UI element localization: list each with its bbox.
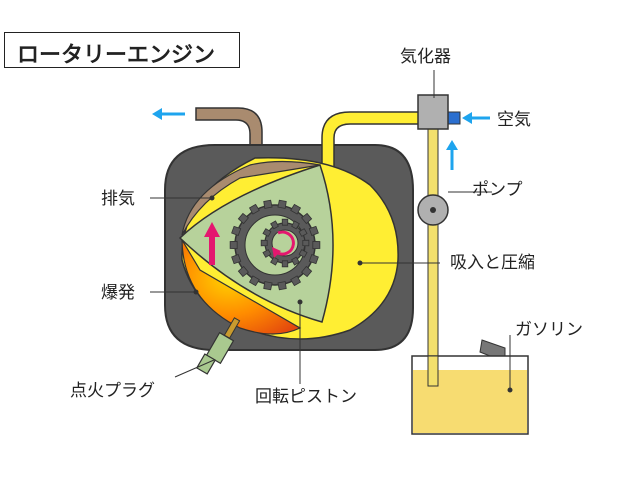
exhaust-flow-arrowhead-icon — [152, 108, 162, 120]
gear-tooth — [263, 199, 273, 209]
fuel-line-in-tank — [427, 355, 439, 387]
gear-tooth — [248, 203, 260, 215]
pump-center — [430, 207, 436, 213]
gear-tooth — [263, 281, 273, 291]
gear-tooth — [260, 239, 268, 247]
carburetor — [417, 94, 449, 130]
leader-dot-exhaust — [209, 195, 215, 201]
rotation-arrow-icon — [275, 230, 295, 256]
gear-tooth — [312, 240, 321, 250]
gear-tooth — [281, 260, 289, 268]
rotor-motion-arrow-icon — [209, 235, 215, 265]
leader-dot-piston — [297, 299, 303, 305]
gear-tooth — [270, 256, 279, 266]
label-explosion: 爆発 — [101, 283, 135, 303]
rotor-motion-arrowhead-icon — [204, 222, 220, 237]
gear-tooth — [231, 253, 242, 265]
leader-dot-explosion — [193, 289, 199, 295]
gear-tooth — [301, 265, 313, 278]
fuel-line — [427, 127, 439, 387]
gear-tooth — [281, 218, 289, 226]
gear-tooth — [308, 225, 319, 237]
gear-tooth — [262, 249, 272, 258]
gear-tooth — [270, 220, 279, 230]
gear-tooth — [308, 253, 319, 265]
gear-tooth — [290, 203, 302, 215]
fuel-flow-arrowhead-icon — [446, 140, 458, 150]
gear-tooth — [237, 265, 249, 278]
gear-tooth — [291, 256, 300, 266]
gear-tooth — [302, 239, 310, 247]
gear-tooth — [237, 212, 249, 225]
rotation-arrowhead-icon — [272, 247, 281, 258]
label-rotary-piston: 回転ピストン — [255, 387, 357, 407]
gear-tooth — [298, 249, 308, 258]
gear-tooth — [231, 225, 242, 237]
leader-lines — [150, 70, 511, 390]
gear-tooth — [290, 275, 302, 287]
leader-dot-gasoline — [507, 387, 513, 393]
gear-tooth — [277, 199, 287, 209]
gear-tooth — [248, 275, 260, 287]
gear-tooth — [298, 228, 308, 237]
label-intake-compression: 吸入と圧縮 — [450, 253, 535, 273]
gear-tooth — [229, 240, 238, 250]
label-gasoline: ガソリン — [515, 320, 583, 340]
label-spark-plug: 点火プラグ — [70, 381, 155, 401]
gear-tooth — [301, 212, 313, 225]
diagram-title: ロータリーエンジン — [17, 43, 216, 68]
title-box: ロータリーエンジン — [4, 32, 240, 68]
label-pump: ポンプ — [472, 180, 523, 200]
air-flow-arrowhead-icon — [462, 112, 472, 124]
leader-dot-intake — [357, 260, 363, 266]
label-air: 空気 — [497, 110, 531, 130]
label-carburetor: 気化器 — [400, 47, 451, 67]
gear-tooth — [291, 220, 300, 230]
exhaust-pipe — [195, 107, 263, 161]
spark-plug — [195, 317, 241, 375]
label-exhaust: 排気 — [101, 189, 135, 209]
gear-tooth — [277, 281, 287, 291]
explosion-region — [181, 237, 302, 335]
gear-tooth — [262, 228, 272, 237]
